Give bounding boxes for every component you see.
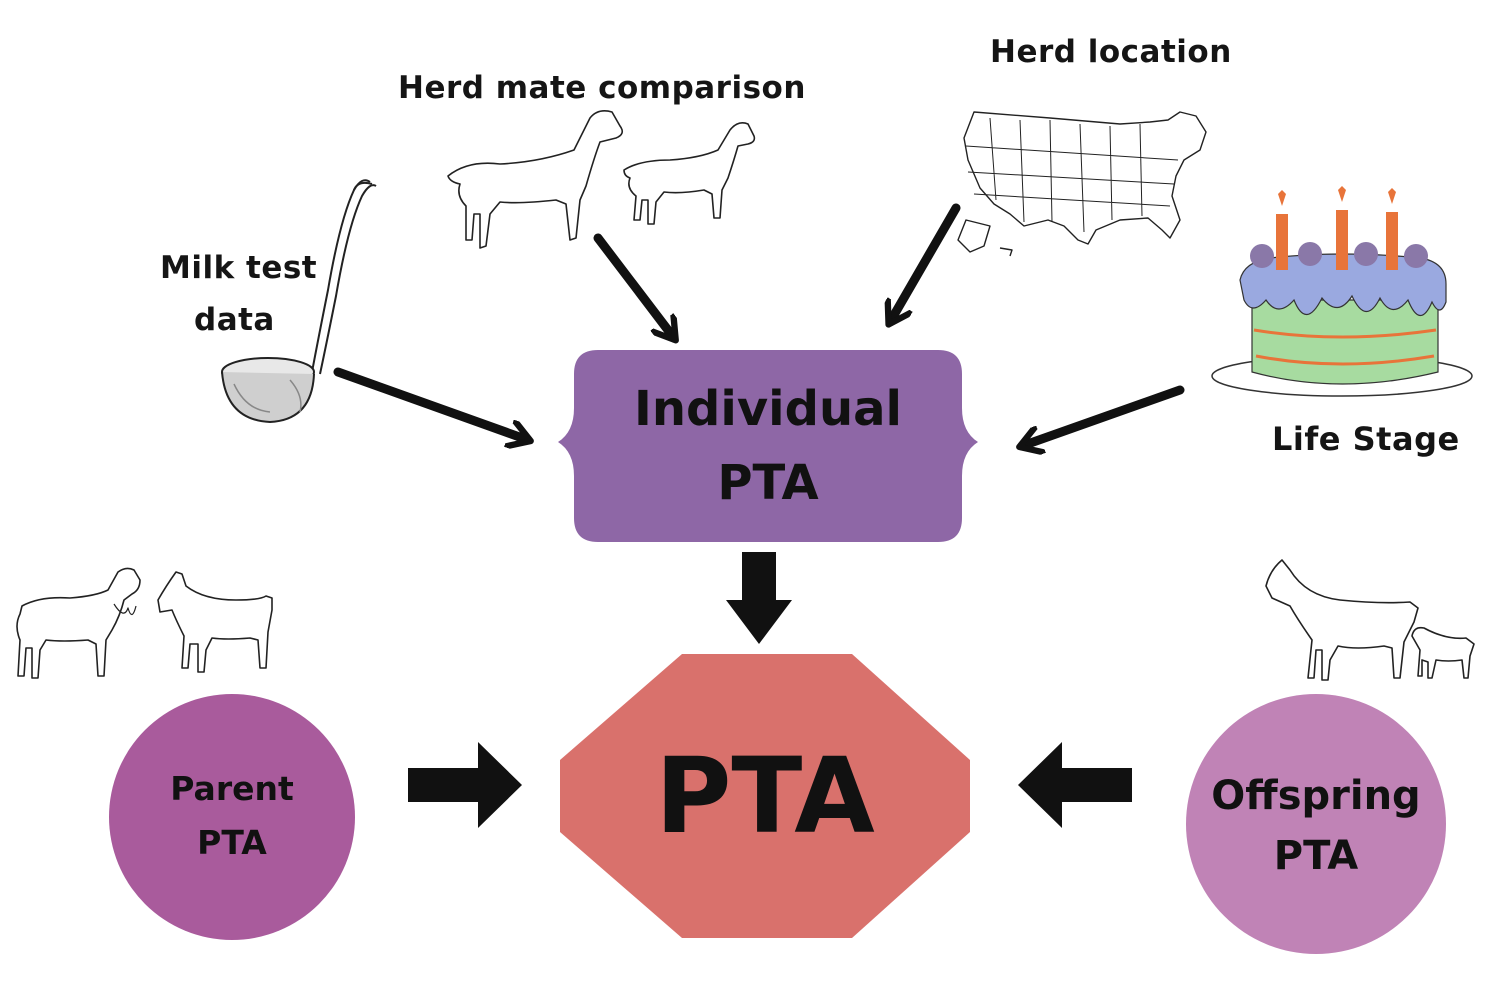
offspring-line1: Offspring xyxy=(1211,773,1421,819)
milk-test-label-2: data xyxy=(194,302,275,338)
life-stage-label: Life Stage xyxy=(1272,420,1460,458)
herd-location-label: Herd location xyxy=(990,34,1232,70)
arrow-herd-mate xyxy=(593,233,674,338)
arrow-parent-to-pta xyxy=(408,742,522,828)
arrow-milk-test xyxy=(333,367,528,440)
arrow-offspring-to-pta xyxy=(1018,742,1132,828)
arrow-herd-location xyxy=(890,203,961,322)
goat-offspring-icon xyxy=(1265,559,1475,681)
individual-pta-text: Individual PTA xyxy=(574,372,962,520)
pta-text: PTA xyxy=(655,735,875,857)
arrows-to-individual xyxy=(333,203,1185,446)
arrow-individual-to-pta xyxy=(726,552,792,644)
milk-test-label: Milk test xyxy=(160,250,318,286)
parent-pta-text: Parent PTA xyxy=(109,762,355,870)
offspring-pta-text: Offspring PTA xyxy=(1186,766,1446,886)
parent-line2: PTA xyxy=(197,823,267,862)
parent-line1: Parent xyxy=(170,769,294,808)
usa-map-icon xyxy=(957,111,1207,257)
individual-pta-box xyxy=(558,350,978,542)
goat-pair-icon xyxy=(447,110,756,249)
ladle-icon xyxy=(221,179,377,424)
herd-mate-label: Herd mate comparison xyxy=(398,70,806,106)
parent-pta-circle xyxy=(109,694,355,940)
birthday-cake-icon xyxy=(1211,186,1473,397)
goat-parents-icon xyxy=(16,567,273,679)
individual-line2: PTA xyxy=(717,455,819,511)
offspring-line2: PTA xyxy=(1273,833,1359,879)
pta-octagon xyxy=(560,654,970,938)
arrow-life-stage xyxy=(1022,385,1185,446)
individual-line1: Individual xyxy=(634,381,902,437)
offspring-pta-circle xyxy=(1186,694,1446,954)
